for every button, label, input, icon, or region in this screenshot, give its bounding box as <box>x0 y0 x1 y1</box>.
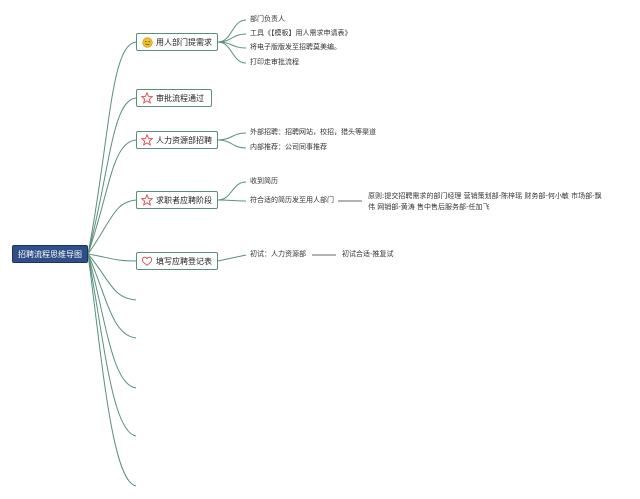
branch-label: 填写应聘登记表 <box>156 256 212 266</box>
star-icon <box>141 92 153 104</box>
link-b1-l1 <box>217 19 247 43</box>
leaf-item: 初试：人力资源部 <box>250 250 306 258</box>
leaf-item: 外部招聘：招聘网站，校招，猎头等渠道 <box>250 128 376 136</box>
link-b3-l1 <box>217 132 247 141</box>
link-root-b4 <box>87 199 137 255</box>
link-root-b1 <box>87 41 137 255</box>
link-b4-l1 <box>217 181 247 201</box>
link-root-e3 <box>87 253 137 389</box>
branch-label: 审批流程通过 <box>156 93 204 103</box>
first-interview-note: 初试合适-推复试 <box>342 250 394 258</box>
heart-icon <box>141 255 153 267</box>
link-root-b2 <box>87 97 137 255</box>
leaf-item: 打印走审批流程 <box>250 58 299 66</box>
link-root-b5 <box>87 253 137 262</box>
link-root-b3 <box>87 139 137 255</box>
root-node[interactable]: 招聘流程思维导图 <box>12 245 88 263</box>
link-root-e1 <box>87 253 137 301</box>
link-root-e4 <box>87 253 137 437</box>
leaf-item: 部门负责人 <box>250 15 285 23</box>
branch-label: 人力资源部招聘 <box>156 135 212 145</box>
star-icon <box>141 134 153 146</box>
link-root-e2 <box>87 253 137 339</box>
leaf-item: 工具《【模板】用人需求申请表》 <box>250 29 352 37</box>
branch-registration-form[interactable]: 填写应聘登记表 <box>136 252 218 270</box>
branch-approval[interactable]: 审批流程通过 <box>136 89 212 107</box>
leaf-item: 收到简历 <box>250 177 278 185</box>
branch-hr-recruit[interactable]: 人力资源部招聘 <box>136 131 218 149</box>
branch-label: 求职者应聘阶段 <box>156 195 212 205</box>
leaf-item: 将电子版版发至招聘莫美编。 <box>250 43 341 51</box>
leaf-item: 符合适的简历发至用人部门 <box>250 196 334 204</box>
link-b1-l4 <box>217 41 247 64</box>
star-icon <box>141 194 153 206</box>
branch-label: 用人部门提需求 <box>156 37 212 47</box>
link-b5-l1 <box>217 254 247 262</box>
link-b4-l2 <box>217 199 247 202</box>
leaf-item: 内部推荐：公司同事推荐 <box>250 143 327 151</box>
principle-note: 原则:提交招聘需求的部门经理 营销策划部-陈梓瑶 财务部-何小敏 市场部-飘伟 … <box>368 192 602 211</box>
link-root-e5 <box>87 253 137 487</box>
face-icon <box>141 36 153 48</box>
link-b3-l2 <box>217 139 247 149</box>
branch-requirement[interactable]: 用人部门提需求 <box>136 33 218 51</box>
branch-applicant[interactable]: 求职者应聘阶段 <box>136 191 218 209</box>
root-label: 招聘流程思维导图 <box>18 250 82 259</box>
